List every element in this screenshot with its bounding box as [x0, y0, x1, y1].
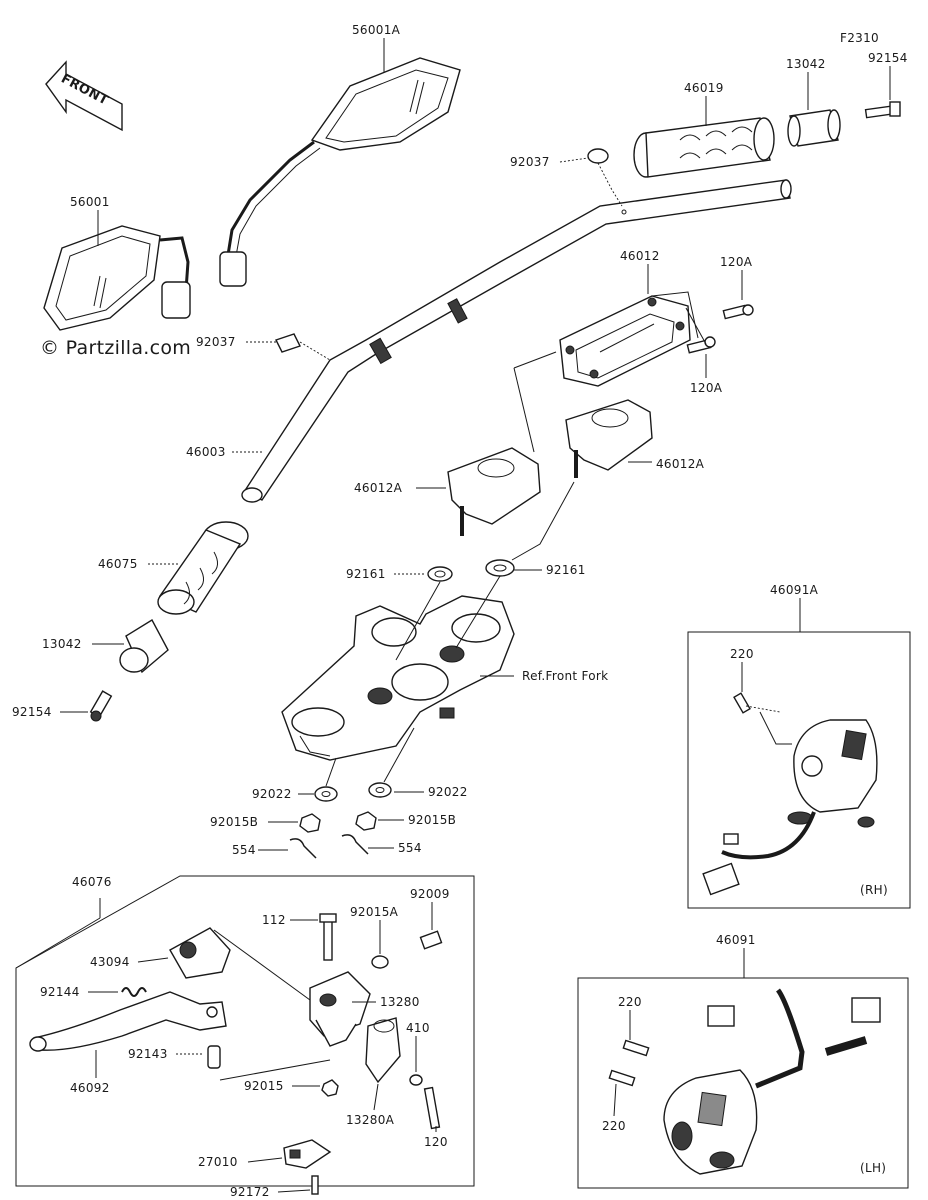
- label-dust-cover: 43094: [90, 955, 130, 969]
- label-weight-lh: 13042: [42, 637, 82, 651]
- label-holder-lower-left: 46012A: [354, 481, 403, 495]
- label-stop-switch: 27010: [198, 1155, 238, 1169]
- handlebar-holder-lower-right[interactable]: [565, 399, 653, 478]
- collar[interactable]: [207, 1045, 221, 1069]
- nut-92015[interactable]: [321, 1079, 339, 1097]
- handlebar-holder-upper[interactable]: [559, 295, 691, 387]
- label-pin-left: 554: [232, 843, 256, 857]
- lever-assy-box: [15, 875, 475, 1187]
- label-nut-right: 92015B: [408, 813, 456, 827]
- grip-rh[interactable]: [633, 117, 775, 178]
- label-lever-assy: 46076: [72, 875, 112, 889]
- label-bolt-weight-lh: 92154: [12, 705, 52, 719]
- label-bolt-92009: 92009: [410, 887, 450, 901]
- clamp-lh[interactable]: [275, 333, 331, 361]
- clamp-rh[interactable]: [587, 148, 623, 207]
- label-screw-lh-a: 220: [618, 995, 642, 1009]
- switch-lh-box: [577, 977, 909, 1189]
- weight-rh[interactable]: [787, 109, 841, 147]
- washer-bottom-left[interactable]: [314, 786, 338, 802]
- label-clamp-lh: 92037: [196, 335, 236, 349]
- stop-switch[interactable]: [283, 1139, 332, 1169]
- label-washer-left: 92161: [346, 567, 386, 581]
- bolt-weight-lh[interactable]: [89, 690, 113, 722]
- cotter-pin-left[interactable]: [289, 838, 317, 859]
- washer-right[interactable]: [485, 559, 515, 577]
- mirror-lh[interactable]: [43, 225, 191, 331]
- label-holder-upper: 46012: [620, 249, 660, 263]
- label-mirror-lh: 56001: [70, 195, 110, 209]
- label-bolt-112: 112: [262, 913, 286, 927]
- label-washer-right: 92161: [546, 563, 586, 577]
- label-bolt-weight-rh: 92154: [868, 51, 908, 65]
- label-holder-13280a: 13280A: [346, 1113, 395, 1127]
- lh-label: (LH): [860, 1161, 886, 1175]
- cotter-pin-right[interactable]: [341, 834, 369, 855]
- weight-lh[interactable]: [119, 619, 169, 674]
- front-arrow-icon: FRONT: [45, 60, 123, 132]
- label-clamp-rh: 92037: [510, 155, 550, 169]
- label-bolt-upper-a: 120A: [720, 255, 753, 269]
- nut-right[interactable]: [355, 811, 377, 831]
- label-pin-right: 554: [398, 841, 422, 855]
- label-nut-92015: 92015: [244, 1079, 284, 1093]
- label-collar: 92143: [128, 1047, 168, 1061]
- label-mirror-rh: 56001A: [352, 23, 401, 37]
- grip-lh[interactable]: [157, 521, 249, 615]
- label-screw-lh-b: 220: [602, 1119, 626, 1133]
- label-screw-92172: 92172: [230, 1185, 270, 1199]
- bolt-upper-a[interactable]: [722, 304, 754, 320]
- switch-rh-box: [687, 631, 911, 909]
- switch-lh[interactable]: [608, 988, 881, 1175]
- bolt-weight-rh[interactable]: [864, 101, 901, 119]
- label-handlebar: 46003: [186, 445, 226, 459]
- label-switch-rh: 46091A: [770, 583, 819, 597]
- nut-left[interactable]: [299, 813, 321, 833]
- watermark: © Partzilla.com: [40, 337, 191, 359]
- label-screw-rh: 220: [730, 647, 754, 661]
- label-bolt-120: 120: [424, 1135, 448, 1149]
- label-weight-rh: 13042: [786, 57, 826, 71]
- label-holder-13280: 13280: [380, 995, 420, 1009]
- screw-92172[interactable]: [311, 1175, 319, 1195]
- bolt-112[interactable]: [319, 913, 337, 961]
- label-ref-front-fork: Ref.Front Fork: [522, 669, 608, 683]
- bolt-120[interactable]: [423, 1086, 441, 1130]
- label-nut-92015a: 92015A: [350, 905, 399, 919]
- nut-92015a[interactable]: [371, 955, 389, 969]
- bolt-92009[interactable]: [419, 930, 443, 950]
- label-grip-lh: 46075: [98, 557, 138, 571]
- washer-left[interactable]: [427, 566, 453, 582]
- brake-lever[interactable]: [29, 991, 227, 1052]
- washer-bottom-right[interactable]: [368, 782, 392, 798]
- label-holder-lower-right: 46012A: [656, 457, 705, 471]
- washer-410[interactable]: [409, 1074, 423, 1086]
- rh-label: (RH): [860, 883, 888, 897]
- label-spring: 92144: [40, 985, 80, 999]
- handlebar-holder-lower-left[interactable]: [447, 447, 541, 536]
- label-bolt-upper-b: 120A: [690, 381, 723, 395]
- steering-stem-bracket: [281, 595, 515, 761]
- mirror-rh[interactable]: [219, 57, 461, 287]
- label-grip-rh: 46019: [684, 81, 724, 95]
- spring[interactable]: [121, 987, 147, 997]
- label-switch-lh: 46091: [716, 933, 756, 947]
- label-washer-bottom-left: 92022: [252, 787, 292, 801]
- bolt-upper-b[interactable]: [686, 336, 716, 354]
- handlebar[interactable]: [241, 179, 792, 503]
- label-lever: 46092: [70, 1081, 110, 1095]
- label-washer-bottom-right: 92022: [428, 785, 468, 799]
- figure-code: F2310: [840, 31, 879, 45]
- holder-half[interactable]: [365, 1017, 401, 1084]
- lever-holder[interactable]: [309, 971, 371, 1047]
- label-nut-left: 92015B: [210, 815, 258, 829]
- dust-cover[interactable]: [169, 927, 231, 979]
- switch-rh[interactable]: [702, 692, 878, 896]
- label-washer-410: 410: [406, 1021, 430, 1035]
